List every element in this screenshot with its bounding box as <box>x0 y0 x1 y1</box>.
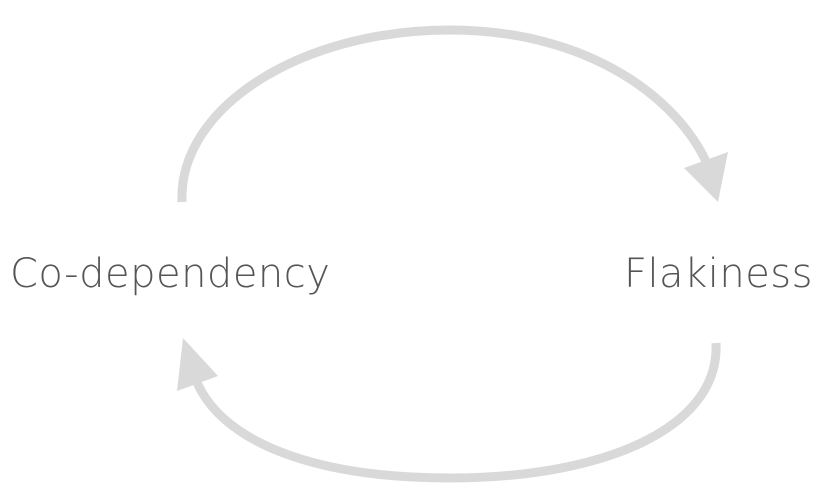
arrow-codependency-to-flakiness <box>177 25 713 203</box>
arrow-flakiness-to-codependency <box>191 342 721 483</box>
node-codependency-label: Co-dependency <box>10 251 331 297</box>
arrowhead-to-flakiness <box>684 152 728 202</box>
arrowhead-to-codependency <box>177 338 218 391</box>
node-flakiness-label: Flakiness <box>623 251 813 297</box>
